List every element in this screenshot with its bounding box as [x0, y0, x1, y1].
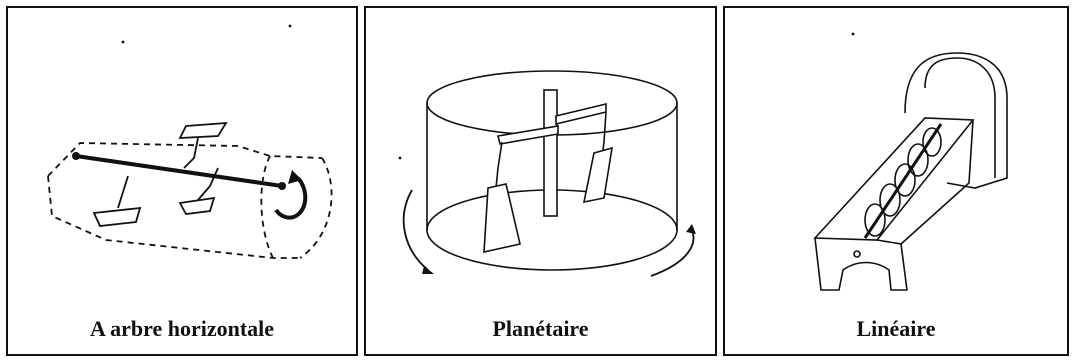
panel-planetary-mixer: Planétaire	[364, 6, 717, 356]
horizontal-mixer-illustration	[47, 24, 333, 259]
linear-mixer-illustration	[813, 32, 1008, 291]
caption-linear: Linéaire	[856, 316, 936, 341]
planetary-mixer-illustration	[398, 70, 696, 277]
caption-planetary: Planétaire	[492, 316, 589, 341]
panel-horizontal-mixer: A arbre horizontale	[6, 6, 358, 356]
panel-linear-mixer: Linéaire	[723, 6, 1069, 356]
caption-horizontal: A arbre horizontale	[89, 316, 275, 341]
